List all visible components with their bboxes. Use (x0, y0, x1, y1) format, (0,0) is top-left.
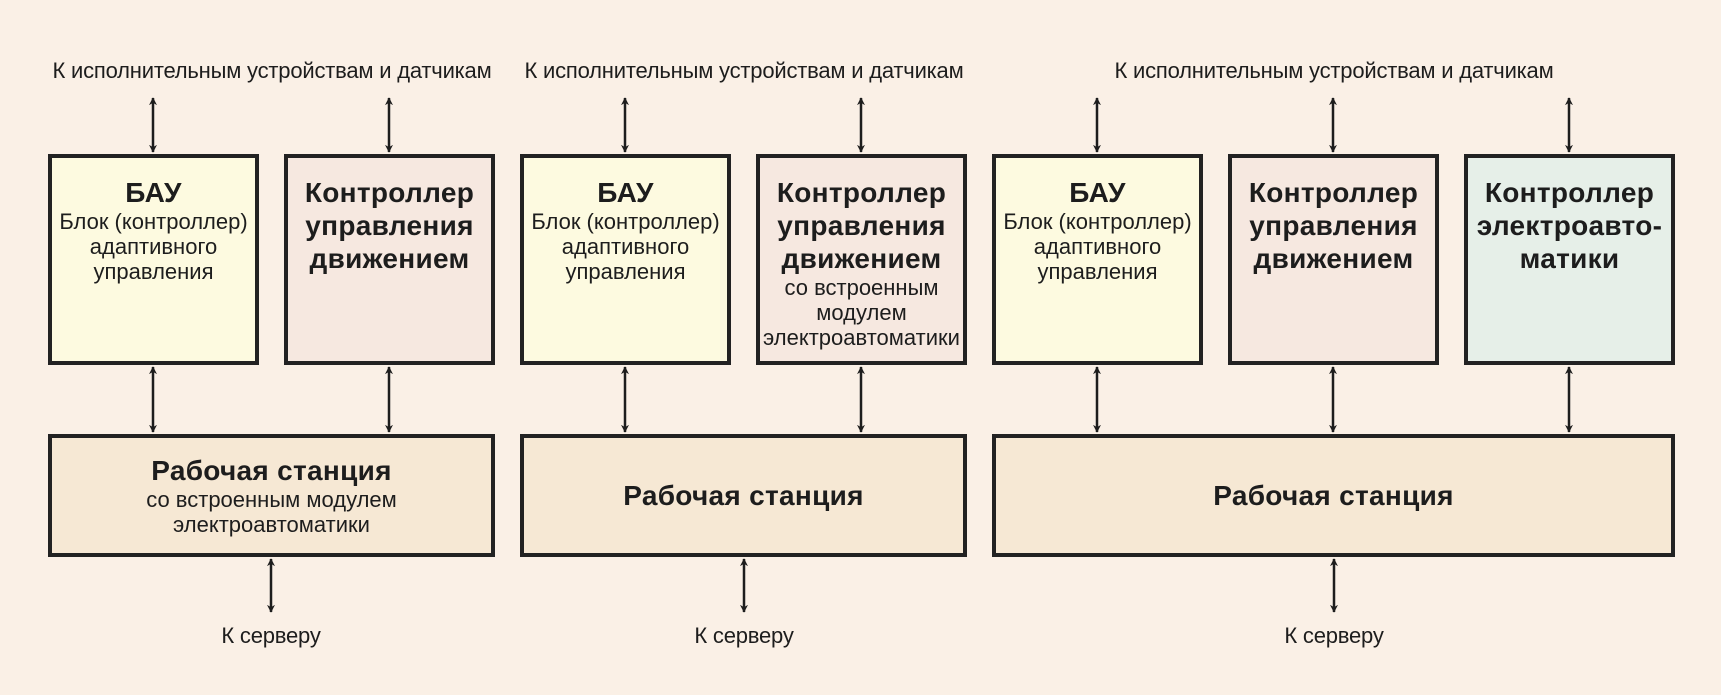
workstation-title: Рабочая станция (623, 480, 864, 511)
bau-line: адаптивного (561, 234, 690, 259)
motion-sub: со встроенным (784, 275, 939, 300)
motion-controller-box-3: Контроллер управления движением (1228, 154, 1439, 365)
workstation-box-1: Рабочая станция со встроенным модулем эл… (48, 434, 495, 557)
motion-line: управления (777, 210, 946, 241)
bau-box-1: БАУ Блок (контроллер) адаптивного управл… (48, 154, 259, 365)
bau-line: управления (93, 259, 214, 284)
electro-line: матики (1519, 243, 1620, 274)
electro-line: Контроллер (1484, 177, 1655, 208)
motion-sub: электроавтоматики (763, 325, 960, 350)
bau-line: Блок (контроллер) (1003, 209, 1192, 234)
workstation-title: Рабочая станция (151, 455, 392, 486)
server-label-2: К серверу (694, 623, 794, 648)
motion-sub: модулем (816, 300, 907, 325)
bau-line: адаптивного (89, 234, 218, 259)
workstation-sub: электроавтоматики (173, 512, 370, 537)
motion-line: движением (781, 243, 942, 274)
bau-title: БАУ (125, 177, 182, 208)
motion-controller-embedded-box: Контроллер управления движением со встро… (756, 154, 967, 365)
workstation-box-3: Рабочая станция (992, 434, 1675, 557)
motion-line: Контроллер (304, 177, 475, 208)
bau-line: управления (565, 259, 686, 284)
motion-line: движением (1253, 243, 1414, 274)
top-label-3: К исполнительным устройствам и датчикам (1114, 58, 1554, 83)
bau-title: БАУ (597, 177, 654, 208)
top-label-2: К исполнительным устройствам и датчикам (524, 58, 964, 83)
bau-line: адаптивного (1033, 234, 1162, 259)
electroautomatics-controller-box: Контроллер электроавто- матики (1464, 154, 1675, 365)
server-label-3: К серверу (1284, 623, 1384, 648)
bau-line: Блок (контроллер) (59, 209, 248, 234)
server-label-1: К серверу (221, 623, 321, 648)
workstation-box-2: Рабочая станция (520, 434, 967, 557)
motion-line: управления (1249, 210, 1418, 241)
bau-title: БАУ (1069, 177, 1126, 208)
motion-line: Контроллер (776, 177, 947, 208)
bau-line: управления (1037, 259, 1158, 284)
bau-box-3: БАУ Блок (контроллер) адаптивного управл… (992, 154, 1203, 365)
bau-box-2: БАУ Блок (контроллер) адаптивного управл… (520, 154, 731, 365)
motion-line: движением (309, 243, 470, 274)
motion-controller-box-1: Контроллер управления движением (284, 154, 495, 365)
electro-line: электроавто- (1476, 210, 1663, 241)
bau-line: Блок (контроллер) (531, 209, 720, 234)
motion-line: Контроллер (1248, 177, 1419, 208)
top-label-1: К исполнительным устройствам и датчикам (52, 58, 492, 83)
motion-line: управления (305, 210, 474, 241)
workstation-title: Рабочая станция (1213, 480, 1454, 511)
workstation-sub: со встроенным модулем (146, 487, 397, 512)
